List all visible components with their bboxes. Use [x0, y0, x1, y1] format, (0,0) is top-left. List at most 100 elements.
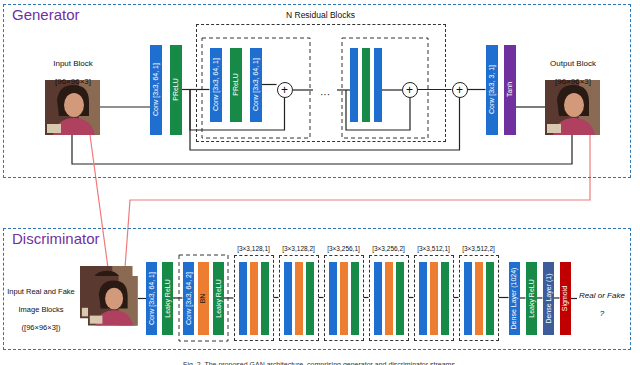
- layer-bar: Dense Layer (1): [543, 262, 554, 335]
- group-bars: [239, 262, 494, 335]
- connector-line: [224, 297, 234, 298]
- residual-block-outline: [202, 38, 310, 138]
- layer-name: Sigmoid: [562, 285, 569, 310]
- layer-group: [3×3,256,2]: [369, 255, 409, 341]
- leaky-bar: [351, 262, 359, 335]
- wire: [571, 298, 577, 299]
- layer-bar: Conv [3x3, 64, 1]: [210, 48, 222, 122]
- conv-bar: [350, 48, 358, 122]
- group-title: N Residual Blocks: [286, 11, 355, 21]
- layer-bar: Leaky ReLU: [162, 262, 173, 335]
- group-title: Generator: [12, 6, 80, 24]
- connector-line: [173, 297, 183, 298]
- layer-bar: Tanh: [504, 45, 516, 135]
- layer-group-outline: [179, 255, 228, 341]
- conv-bar: [464, 262, 472, 335]
- group-title: [3×3,128,2]: [282, 245, 315, 252]
- group-title: [3×3,256,2]: [372, 245, 405, 252]
- sum-node: +: [402, 82, 418, 98]
- caption-box: Fig. 2. The proposed GAN architecture, c…: [0, 353, 640, 365]
- layer-bar: Conv [3x3, 64, 1]: [250, 48, 262, 122]
- layer-name: Leaky ReLU: [528, 279, 535, 318]
- layer-bar: Leaky ReLU: [526, 262, 537, 335]
- network-region: GeneratorConv [3x3, 64, 1] PReLU N Residua…: [3, 4, 631, 178]
- sum-node: +: [452, 82, 468, 98]
- sum-sign: +: [456, 84, 463, 96]
- prelu-bar: [362, 48, 370, 122]
- layer-name: Conv [3x3, 64, 1]: [152, 63, 159, 116]
- bn-bar: [475, 262, 483, 335]
- sum-sign: +: [406, 84, 413, 96]
- wire: [516, 106, 545, 107]
- layer-name: Tanh: [506, 82, 513, 97]
- layer-name: Conv [3x3, 64, 1]: [148, 272, 155, 325]
- layer-name: PReLU: [172, 78, 179, 101]
- conv-bar: [374, 262, 382, 335]
- group-title: [3×3,512,2]: [462, 245, 495, 252]
- layer-bar: PReLU: [230, 48, 242, 122]
- wire: [100, 106, 150, 107]
- layer-bar: Sigmoid: [560, 262, 571, 335]
- layer-name: Conv [3x3, 64, 2]: [185, 272, 192, 325]
- leaky-bar: [486, 262, 494, 335]
- free-label: Input Block [96×96×3]: [40, 52, 106, 88]
- free-label: Real or Fake ?: [578, 284, 626, 320]
- input-image: [45, 80, 100, 135]
- layer-name: Conv [3x3, 64, 1]: [252, 58, 259, 111]
- wire: [337, 89, 350, 90]
- connector-line: [418, 89, 452, 90]
- layer-name: Conv [3x3, 3, 1]: [488, 65, 495, 114]
- sum-node: +: [277, 82, 293, 98]
- layer-group: [3×3,256,1]: [324, 255, 364, 341]
- conv-bar: [374, 48, 382, 122]
- wire: [382, 89, 402, 90]
- figure-caption: Fig. 2. The proposed GAN architecture, c…: [183, 361, 457, 365]
- fake-image: [88, 276, 138, 326]
- layer-group: [3×3,512,1]: [414, 255, 454, 341]
- conv-bar: [284, 262, 292, 335]
- annotation-text: Input Real and Fake Image Blocks ([96×96…: [7, 287, 75, 332]
- bn-bar: [430, 262, 438, 335]
- layer-name: Dense Layer (1024): [511, 267, 518, 329]
- group-title: [3×3,512,1]: [417, 245, 450, 252]
- bn-bar: [340, 262, 348, 335]
- feed-line: [125, 135, 590, 268]
- skip-wire: [346, 90, 410, 130]
- layer-name: Conv [3x3, 64, 1]: [212, 58, 219, 111]
- wire: [293, 89, 313, 90]
- layer-bar: Conv [3x3, 64, 2]: [183, 262, 194, 335]
- layer-bar: Conv [3x3, 64, 1]: [146, 262, 157, 335]
- layer-bar: PReLU: [170, 45, 182, 135]
- layer-bar: BN: [198, 262, 209, 335]
- layer-bar: Dense Layer (1024): [509, 262, 520, 335]
- leaky-bar: [306, 262, 314, 335]
- feed-line: [90, 135, 108, 268]
- bn-bar: [295, 262, 303, 335]
- leaky-bar: [396, 262, 404, 335]
- group-title: [3×3,256,1]: [327, 245, 360, 252]
- connector-line: [468, 89, 486, 90]
- conv-bar: [329, 262, 337, 335]
- group-title: [3×3,128,1]: [237, 245, 270, 252]
- layer-bar: Leaky ReLU: [213, 262, 224, 335]
- bn-bar: [385, 262, 393, 335]
- layer-bar: Conv [3x3, 64, 1]: [150, 45, 162, 135]
- layer-name: PReLU: [232, 73, 239, 96]
- annotation-text: Real or Fake ?: [579, 291, 625, 318]
- bn-bar: [250, 262, 258, 335]
- layer-name: Dense Layer (1): [545, 273, 552, 323]
- connector-line: [262, 84, 277, 85]
- sum-sign: +: [281, 84, 288, 96]
- free-label: Output Block [96×96×3]: [540, 52, 606, 88]
- network-region: DiscriminatorConv [3x3, 64, 1]Leaky ReLU…: [3, 228, 631, 350]
- conv-bar: [419, 262, 427, 335]
- residual-blocks-group: N Residual BlocksConv [3x3, 64, 1]PReLUC…: [196, 24, 446, 142]
- layer-group: [3×3,128,2]: [279, 255, 319, 341]
- output-image: [545, 80, 600, 135]
- free-label: Input Real and Fake Image Blocks ([96×96…: [4, 280, 78, 334]
- layer-group: [3×3,512,2]: [459, 255, 499, 341]
- free-label: ···: [314, 84, 336, 102]
- layer-bar: Conv [3x3, 3, 1]: [486, 45, 498, 135]
